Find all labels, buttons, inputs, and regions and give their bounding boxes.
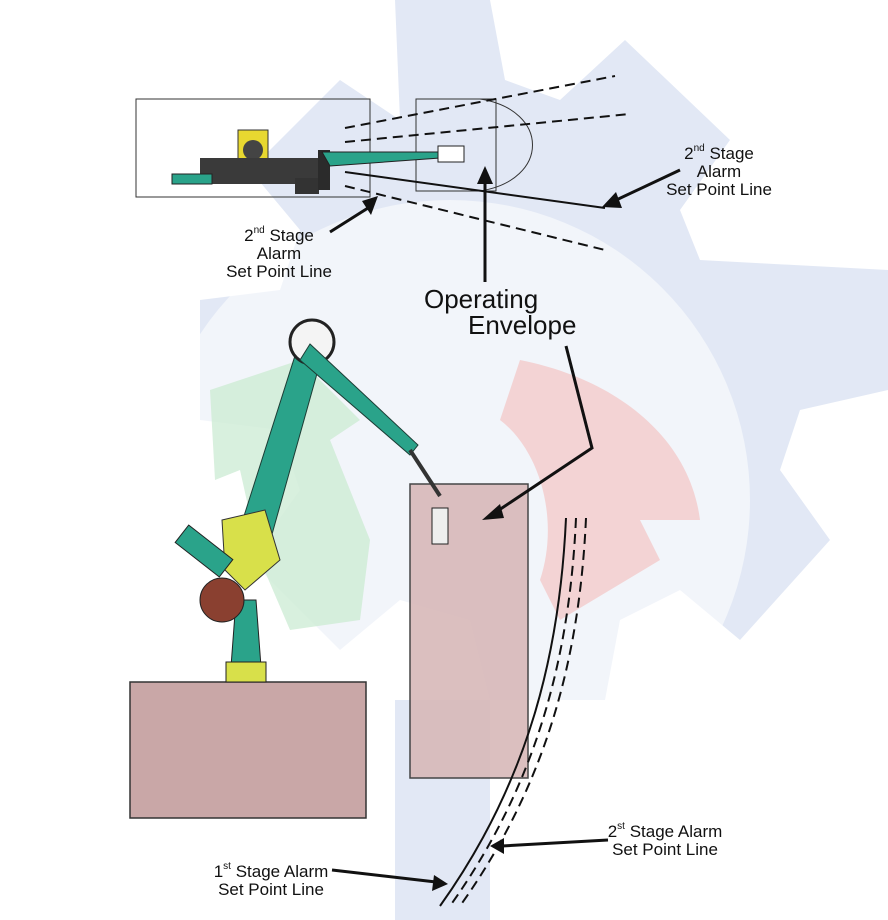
label-top-right-alarm-line1: Stage [709, 144, 754, 163]
label-bottom-left-alarm-line2: Set Point Line [218, 879, 324, 899]
plan-view [135, 75, 631, 251]
arrows [329, 166, 681, 891]
arrow-top-left-head [362, 196, 378, 215]
label-bottom-right-alarm-line2: Set Point Line [612, 839, 718, 859]
label-top-left-alarm: 2nd Stage Alarm Set Point Line [224, 225, 334, 281]
label-bottom-left-alarm-line1: Stage Alarm [235, 862, 329, 881]
arrow-top-right-head [602, 192, 622, 208]
label-top-right-alarm-line3: Set Point Line [666, 179, 772, 199]
arrow-bottom-right-head [490, 838, 504, 854]
label-bottom-right-alarm-sup: st [617, 821, 625, 832]
envelope-plan-arc [479, 98, 533, 192]
arrow-bottom-right-shaft [501, 838, 609, 848]
counterweight-wheel [199, 577, 245, 623]
label-operating-envelope-line2: Envelope [468, 310, 577, 340]
envelope-plan-frame [415, 98, 497, 192]
arrow-top-left-shaft [329, 206, 369, 234]
label-top-right-alarm-line2: Alarm [696, 161, 742, 181]
dashed-line-3 [344, 185, 606, 251]
watermark-red-shape [500, 360, 700, 620]
label-operating-envelope-line1: Operating [424, 284, 539, 314]
label-top-left-alarm-sup: nd [253, 225, 265, 236]
label-bottom-right-alarm: 2st Stage Alarm Set Point Line [600, 821, 730, 859]
elevation-view [129, 318, 587, 907]
arrow-bottom-left-shaft [331, 868, 437, 884]
label-top-left-alarm-line3: Set Point Line [226, 261, 332, 281]
arrow-envelope-down-shaft [495, 345, 594, 514]
label-top-right-alarm-num: 2 [684, 144, 694, 163]
label-operating-envelope: Operating Envelope [418, 286, 598, 338]
label-bottom-right-alarm-line1: Stage Alarm [629, 822, 723, 841]
plan-coupler [437, 145, 465, 163]
outer-arm [299, 343, 419, 456]
plan-right-block [295, 178, 319, 194]
label-top-left-alarm-line2: Alarm [256, 243, 302, 263]
operating-envelope-box [409, 483, 529, 779]
arrow-top-right-shaft [611, 168, 681, 204]
arrow-bottom-left-head [432, 875, 448, 891]
label-bottom-left-alarm-sup: st [223, 861, 231, 872]
outer-arm-rod [408, 448, 442, 498]
solid-line-1 [344, 171, 606, 209]
coupler-body [431, 507, 449, 545]
arrow-envelope-down-head [482, 504, 504, 520]
stage2-line-dash-b [459, 517, 587, 907]
dashed-line-1 [344, 75, 616, 129]
arrow-envelope-up-head [477, 166, 493, 184]
stage1-line [439, 517, 567, 907]
counterweight-cross [174, 524, 234, 578]
watermark-green-arrow [210, 360, 370, 630]
plan-view-frame [135, 98, 371, 198]
plan-turret-hub [243, 140, 263, 160]
label-top-right-alarm: 2nd Stage Alarm Set Point Line [664, 143, 774, 199]
label-bottom-left-alarm: 1st Stage Alarm Set Point Line [206, 861, 336, 899]
stage2-line-dash-a [449, 517, 577, 907]
label-bottom-right-alarm-num: 2 [607, 822, 618, 841]
label-top-left-alarm-line1: Stage [269, 226, 314, 245]
base-block [129, 681, 367, 819]
plan-left-track [171, 173, 213, 185]
label-top-left-alarm-num: 2 [244, 226, 254, 245]
pedestal-foot [225, 661, 267, 683]
label-bottom-left-alarm-num: 1 [213, 862, 224, 881]
label-top-right-alarm-sup: nd [693, 143, 705, 154]
